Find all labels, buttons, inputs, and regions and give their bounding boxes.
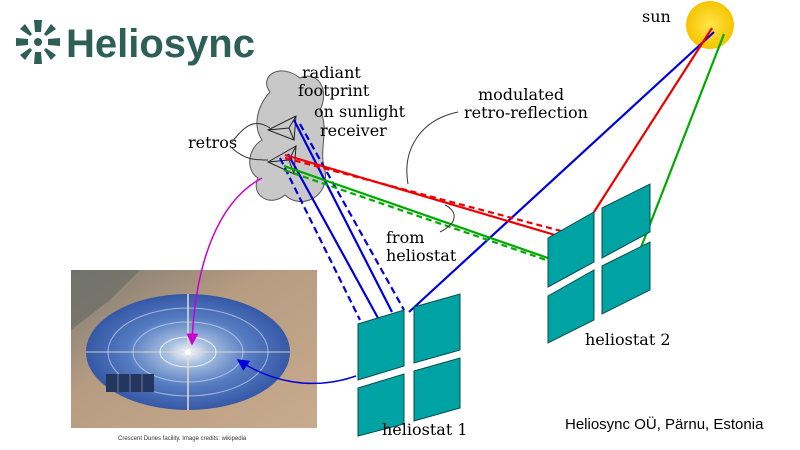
- from-label-2: heliostat: [386, 246, 457, 265]
- radiant-label-4: receiver: [320, 121, 387, 140]
- radiant-label-3: on sunlight: [314, 102, 406, 121]
- sun-label: sun: [642, 7, 671, 26]
- from-label-1: from: [386, 228, 424, 247]
- photo-credit: Crescent Dunes facility. Image credits: …: [118, 436, 247, 442]
- heliostat-2: [548, 184, 650, 343]
- company-footer: Heliosync OÜ, Pärnu, Estonia: [565, 415, 764, 433]
- modulated-label-2: retro-reflection: [464, 103, 588, 122]
- from-leader: [440, 205, 454, 232]
- sun: [686, 1, 734, 49]
- radiant-label-1: radiant: [302, 63, 361, 82]
- retros-label: retros: [188, 133, 237, 152]
- logo: Heliosync: [16, 20, 255, 66]
- star-burst-icon: [16, 20, 60, 64]
- heliostat-1: [358, 294, 460, 436]
- radiant-label-2: footprint: [298, 81, 370, 100]
- heliostat-2-label: heliostat 2: [585, 330, 671, 349]
- modulated-label-1: modulated: [478, 85, 564, 104]
- heliostat-1-label: heliostat 1: [382, 420, 468, 439]
- modulated-leader: [407, 112, 458, 184]
- solar-field-photo: [71, 270, 317, 428]
- brand-name: Heliosync: [66, 22, 255, 66]
